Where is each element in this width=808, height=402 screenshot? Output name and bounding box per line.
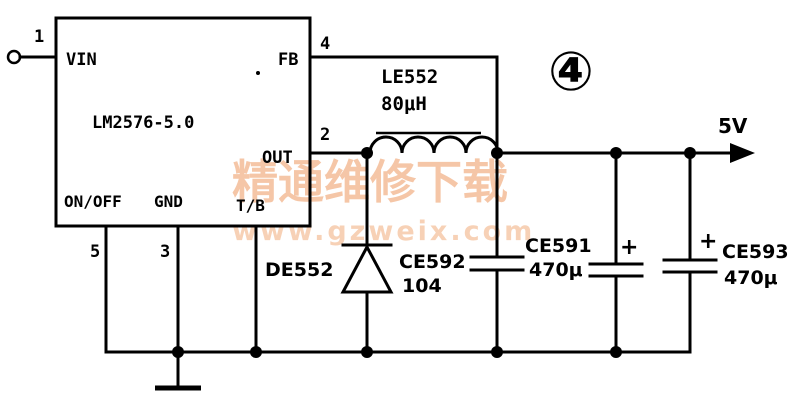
- figure-number: ④: [548, 40, 594, 103]
- pin-label-fb: FB: [278, 50, 298, 70]
- watermark-text: 精通维修下载: [232, 155, 508, 209]
- pin-number-vin: 1: [34, 27, 44, 47]
- junction-dot: [361, 346, 373, 358]
- watermark-url: www.gzweix.com: [232, 216, 535, 247]
- inductor-ref: LE552: [381, 66, 438, 88]
- inductor-value: 80μH: [381, 93, 427, 115]
- ic-dot: [256, 71, 260, 75]
- pin-label-vin: VIN: [66, 50, 97, 70]
- ic-body: [54, 16, 312, 228]
- diode-ref: DE552: [265, 259, 333, 281]
- ce593-ref: CE593: [722, 241, 789, 263]
- junction-dot: [250, 346, 262, 358]
- pin-label-tab: T/B: [236, 196, 265, 215]
- ce593-polarity: +: [699, 229, 717, 254]
- ce592-value: 104: [402, 275, 442, 297]
- ce591-polarity: +: [620, 235, 638, 260]
- ce592-ref: CE592: [399, 251, 466, 273]
- ce591-value: 470μ: [529, 259, 583, 281]
- ic-part-number: LM2576-5.0: [92, 113, 194, 133]
- inductor-coil: [368, 135, 500, 155]
- fb-wire: [308, 55, 499, 155]
- pin-number-fb: 4: [320, 34, 330, 54]
- pin-label-gnd: GND: [154, 192, 183, 211]
- output-label: 5V: [718, 114, 748, 138]
- output-arrow: [730, 143, 755, 163]
- pin-number-gnd: 3: [160, 242, 170, 262]
- vin-terminal: [6, 49, 22, 65]
- junction-dot: [491, 346, 503, 358]
- pin-label-out: OUT: [262, 148, 293, 168]
- pin-number-out: 2: [320, 125, 330, 145]
- ce593-value: 470μ: [724, 267, 778, 289]
- diode-body: [340, 243, 394, 294]
- junction-dot: [610, 346, 622, 358]
- ce591-ref: CE591: [525, 235, 592, 257]
- pin-number-onoff: 5: [90, 242, 100, 262]
- pin-label-onoff: ON/OFF: [64, 192, 122, 211]
